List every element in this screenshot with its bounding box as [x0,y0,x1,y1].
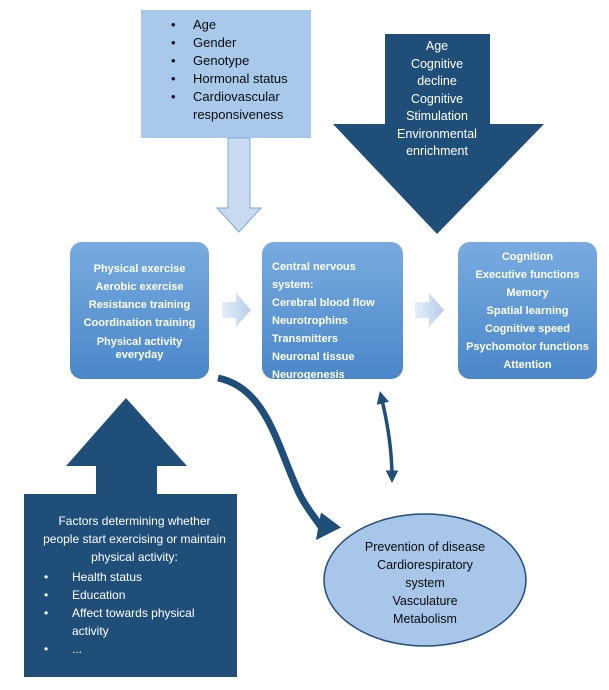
cognition-item: Memory [506,287,549,299]
prevention-line: Vasculature [392,594,458,608]
cns-list: Cerebral blood flow Neurotrophins Transm… [272,294,397,384]
exercise-box-shape [70,242,209,379]
prevention-line: system [405,576,445,590]
top-factor-item: Cardiovascular responsiveness [171,88,303,124]
cns-item: Cerebral blood flow [272,297,375,309]
exercise-item: Physical exercise [93,263,186,275]
environment-factors-text: Age Cognitive decline Cognitive Stimulat… [372,38,502,161]
exercise-list: Physical exercise Aerobic exercise Resis… [70,260,209,362]
bottom-factor-item: ... [42,640,229,658]
cognition-item: Cognitive speed [485,323,570,335]
bottom-factor-item: Health status [42,568,229,586]
top-factors-list: Age Gender Genotype Hormonal status Card… [171,16,303,124]
bottom-factors-box: Factors determining whether people start… [24,494,237,677]
cognition-list: Cognition Executive functions Memory Spa… [458,248,597,374]
prevention-line: Prevention of disease [364,540,486,554]
exercise-to-prevention-curve-arrow [217,374,342,541]
bottom-factors-intro: Factors determining whether people start… [43,514,226,564]
cns-box: Central nervous system: Cerebral blood f… [262,242,403,381]
cognition-item: Attention [503,359,552,371]
cognition-item: Executive functions [475,269,580,281]
exercise-item: Aerobic exercise [95,281,184,293]
cognition-box-shape [458,242,597,379]
bottom-factor-item: Education [42,586,229,604]
exercise-to-cns-arrow [222,293,251,327]
cns-item: Transmitters [272,333,339,345]
environment-factor-line: Age [425,39,449,53]
bottom-up-block-arrow [66,398,187,494]
environment-factor-line: Cognitive [410,91,464,106]
exercise-item: Resistance training [88,299,191,311]
environment-factor-line: enrichment [406,144,468,158]
cognition-item: Psychomotor functions [466,341,589,353]
top-factor-item: Genotype [171,52,303,70]
cns-item: Neurotrophins [272,315,348,327]
cns-to-cognition-arrow [415,293,444,327]
cns-item: Neurogenesis [272,369,345,381]
prevention-text: Prevention of disease Cardiorespiratory … [335,538,515,628]
cns-item: Neuronal tissue [272,351,355,363]
cns-prevention-double-arrow [376,391,399,484]
prevention-line: Cardiorespiratory [377,558,473,572]
top-factors-box: Age Gender Genotype Hormonal status Card… [141,10,311,138]
top-factor-item: Age [171,16,303,34]
environment-factor-line: Environmental [397,126,477,141]
bottom-factors-list: Health status Education Affect towards p… [40,568,229,658]
bottom-factor-item: Affect towards physical activity [42,604,229,640]
environment-factor-line: decline [417,74,457,88]
exercise-item: Coordination training [83,317,196,329]
cns-title: Central nervous system: [272,261,356,291]
prevention-ellipse [323,513,527,647]
environment-factor-line: Stimulation [406,109,468,123]
cns-box-shape [262,242,403,379]
top-down-block-arrow [215,137,263,233]
top-factor-item: Gender [171,34,303,52]
cognition-item: Spatial learning [486,305,569,317]
environment-down-arrow [333,34,544,234]
cognition-box: Cognition Executive functions Memory Spa… [458,242,597,379]
prevention-line: Metabolism [393,612,457,626]
exercise-box: Physical exercise Aerobic exercise Resis… [70,242,209,379]
cognition-item: Cognition [501,251,554,263]
exercise-item: Physical activity everyday [96,336,183,361]
environment-factor-line: Cognitive [410,56,464,71]
top-factor-item: Hormonal status [171,70,303,88]
